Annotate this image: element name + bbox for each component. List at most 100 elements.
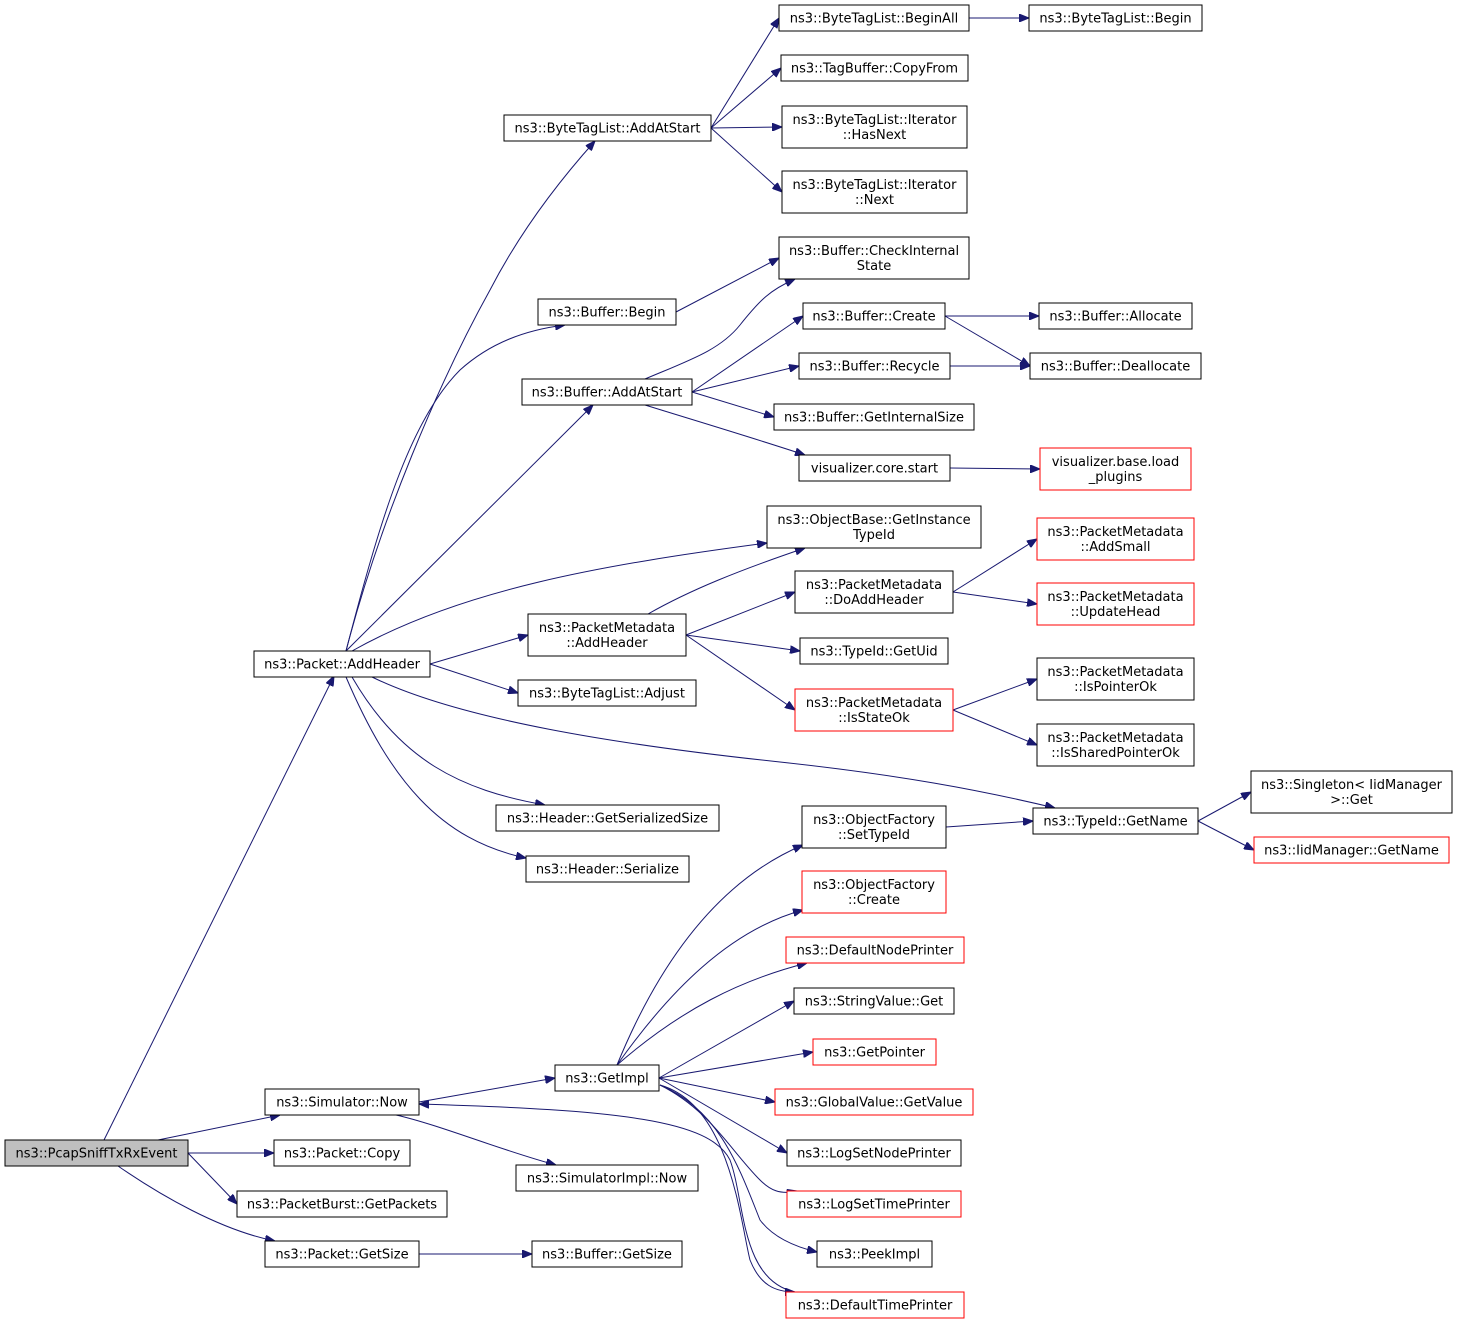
node-peekimpl[interactable]: ns3::PeekImpl: [816, 1240, 933, 1268]
node-box: [793, 987, 955, 1015]
node-getpointer[interactable]: ns3::GetPointer: [812, 1038, 937, 1066]
node-btl-begin[interactable]: ns3::ByteTagList::Begin: [1028, 4, 1203, 32]
node-box: [264, 1088, 420, 1116]
node-box: [236, 1190, 448, 1218]
node-simnow[interactable]: ns3::Simulator::Now: [264, 1088, 420, 1116]
node-box: [1032, 807, 1199, 835]
node-buf-getinternalsize[interactable]: ns3::Buffer::GetInternalSize: [773, 403, 975, 431]
node-label: ::Next: [855, 193, 894, 208]
node-label: ::IsPointerOk: [1074, 680, 1157, 695]
node-pm-issharedptrok[interactable]: ns3::PacketMetadata::IsSharedPointerOk: [1036, 723, 1195, 767]
node-singleton-get[interactable]: ns3::Singleton< IidManager >::Get: [1250, 770, 1453, 814]
node-getpackets[interactable]: ns3::PacketBurst::GetPackets: [236, 1190, 448, 1218]
node-btl-beginall[interactable]: ns3::ByteTagList::BeginAll: [778, 4, 970, 32]
node-label: State: [857, 259, 891, 274]
node-pm-ispointerok[interactable]: ns3::PacketMetadata::IsPointerOk: [1036, 657, 1195, 701]
node-box: [1250, 770, 1453, 814]
node-pm-isstateok[interactable]: ns3::PacketMetadata::IsStateOk: [794, 688, 954, 732]
node-label: ns3::Packet::GetSize: [275, 1248, 408, 1263]
node-box: [4, 1139, 189, 1167]
node-label: ns3::Buffer::GetInternalSize: [784, 411, 964, 426]
call-edge-root-to-addheader: [103, 676, 334, 1141]
node-box: [798, 454, 951, 482]
node-box: [794, 570, 954, 614]
node-gv-getvalue[interactable]: ns3::GlobalValue::GetValue: [774, 1088, 974, 1116]
node-label: ns3::Buffer::CheckInternal: [789, 244, 959, 259]
node-addheader[interactable]: ns3::Packet::AddHeader: [253, 650, 431, 678]
node-pgetsize[interactable]: ns3::Packet::GetSize: [264, 1240, 420, 1268]
node-box: [495, 804, 720, 832]
node-buf-begin[interactable]: ns3::Buffer::Begin: [537, 298, 677, 326]
node-label: >::Get: [1330, 793, 1373, 808]
call-edge-of_settypeid-to-tid_getname: [945, 821, 1033, 828]
node-btl-addatstart[interactable]: ns3::ByteTagList::AddAtStart: [503, 114, 712, 142]
node-box: [253, 650, 431, 678]
node-buf-getsize[interactable]: ns3::Buffer::GetSize: [531, 1240, 683, 1268]
node-label: ns3::ByteTagList::BeginAll: [790, 12, 958, 27]
node-box: [264, 1240, 420, 1268]
call-edge-getimpl-to-logsettime: [659, 1084, 797, 1192]
node-box: [786, 1190, 962, 1218]
node-box: [781, 105, 968, 149]
call-edge-buf_addatstart-to-buf_recycle: [691, 366, 799, 393]
node-defnodeprinter[interactable]: ns3::DefaultNodePrinter: [785, 936, 965, 964]
node-iid-getname[interactable]: ns3::IidManager::GetName: [1253, 836, 1450, 864]
node-box: [1038, 302, 1193, 330]
node-buf-addatstart[interactable]: ns3::Buffer::AddAtStart: [521, 378, 693, 406]
node-label: ns3::DefaultTimePrinter: [798, 1299, 953, 1314]
node-label: ::HasNext: [843, 128, 907, 143]
node-pcopy[interactable]: ns3::Packet::Copy: [273, 1139, 411, 1167]
node-box: [786, 1139, 962, 1167]
node-of-create[interactable]: ns3::ObjectFactory::Create: [801, 870, 947, 914]
node-buf-deallocate[interactable]: ns3::Buffer::Deallocate: [1029, 352, 1202, 380]
node-logsetnode[interactable]: ns3::LogSetNodePrinter: [786, 1139, 962, 1167]
node-root[interactable]: ns3::PcapSniffTxRxEvent: [4, 1139, 189, 1167]
node-sv-get[interactable]: ns3::StringValue::Get: [793, 987, 955, 1015]
node-box: [1253, 836, 1450, 864]
node-buf-create[interactable]: ns3::Buffer::Create: [802, 302, 946, 330]
node-label: ::DoAddHeader: [824, 593, 924, 608]
node-label: ns3::TagBuffer::CopyFrom: [791, 62, 958, 77]
node-simimpl-now[interactable]: ns3::SimulatorImpl::Now: [515, 1164, 699, 1192]
call-edges: [103, 18, 1254, 1292]
call-edge-btl_addatstart-to-it_hasnext: [710, 127, 782, 128]
node-box: [812, 1038, 937, 1066]
node-buf-recycle[interactable]: ns3::Buffer::Recycle: [798, 352, 951, 380]
node-label: ::Create: [848, 893, 900, 908]
node-it-next[interactable]: ns3::ByteTagList::Iterator::Next: [781, 170, 968, 214]
node-tid-getname[interactable]: ns3::TypeId::GetName: [1032, 807, 1199, 835]
node-pm-addheader[interactable]: ns3::PacketMetadata::AddHeader: [527, 613, 687, 657]
node-hdr-serialize[interactable]: ns3::Header::Serialize: [525, 855, 690, 883]
node-viz-loadplugins[interactable]: visualizer.base.load_plugins: [1039, 447, 1192, 491]
node-of-settypeid[interactable]: ns3::ObjectFactory::SetTypeId: [801, 805, 947, 849]
call-edge-getimpl-to-defnodeprinter: [616, 963, 807, 1066]
node-buf-allocate[interactable]: ns3::Buffer::Allocate: [1038, 302, 1193, 330]
node-label: ::IsStateOk: [838, 711, 910, 726]
node-box: [1039, 447, 1192, 491]
call-edge-addheader-to-btl_addatstart: [345, 141, 595, 652]
node-viz-start[interactable]: visualizer.core.start: [798, 454, 951, 482]
node-label: ns3::PacketBurst::GetPackets: [247, 1198, 437, 1213]
node-box: [773, 403, 975, 431]
node-label: ns3::Buffer::Allocate: [1049, 310, 1181, 325]
node-btl-adjust[interactable]: ns3::ByteTagList::Adjust: [517, 679, 697, 707]
call-edge-addheader-to-tid_getname: [371, 676, 1055, 808]
node-it-hasnext[interactable]: ns3::ByteTagList::Iterator::HasNext: [781, 105, 968, 149]
node-label: _plugins: [1088, 470, 1143, 485]
node-box: [799, 637, 949, 665]
node-pm-addsmall[interactable]: ns3::PacketMetadata::AddSmall: [1036, 517, 1195, 561]
node-pm-doaddheader[interactable]: ns3::PacketMetadata::DoAddHeader: [794, 570, 954, 614]
node-box: [521, 378, 693, 406]
node-tb-copyfrom[interactable]: ns3::TagBuffer::CopyFrom: [780, 54, 969, 82]
node-getimpl[interactable]: ns3::GetImpl: [554, 1064, 660, 1092]
node-logsettime[interactable]: ns3::LogSetTimePrinter: [786, 1190, 962, 1218]
call-edge-buf_create-to-buf_deallocate: [944, 315, 1030, 366]
node-pm-updatehead[interactable]: ns3::PacketMetadata::UpdateHead: [1036, 582, 1195, 626]
node-deftimeprinter[interactable]: ns3::DefaultTimePrinter: [785, 1291, 965, 1319]
node-label: ns3::ByteTagList::AddAtStart: [515, 122, 701, 137]
call-edge-simnow-to-simimpl_now: [395, 1114, 556, 1165]
node-tid-getuid[interactable]: ns3::TypeId::GetUid: [799, 637, 949, 665]
node-hdr-getser[interactable]: ns3::Header::GetSerializedSize: [495, 804, 720, 832]
